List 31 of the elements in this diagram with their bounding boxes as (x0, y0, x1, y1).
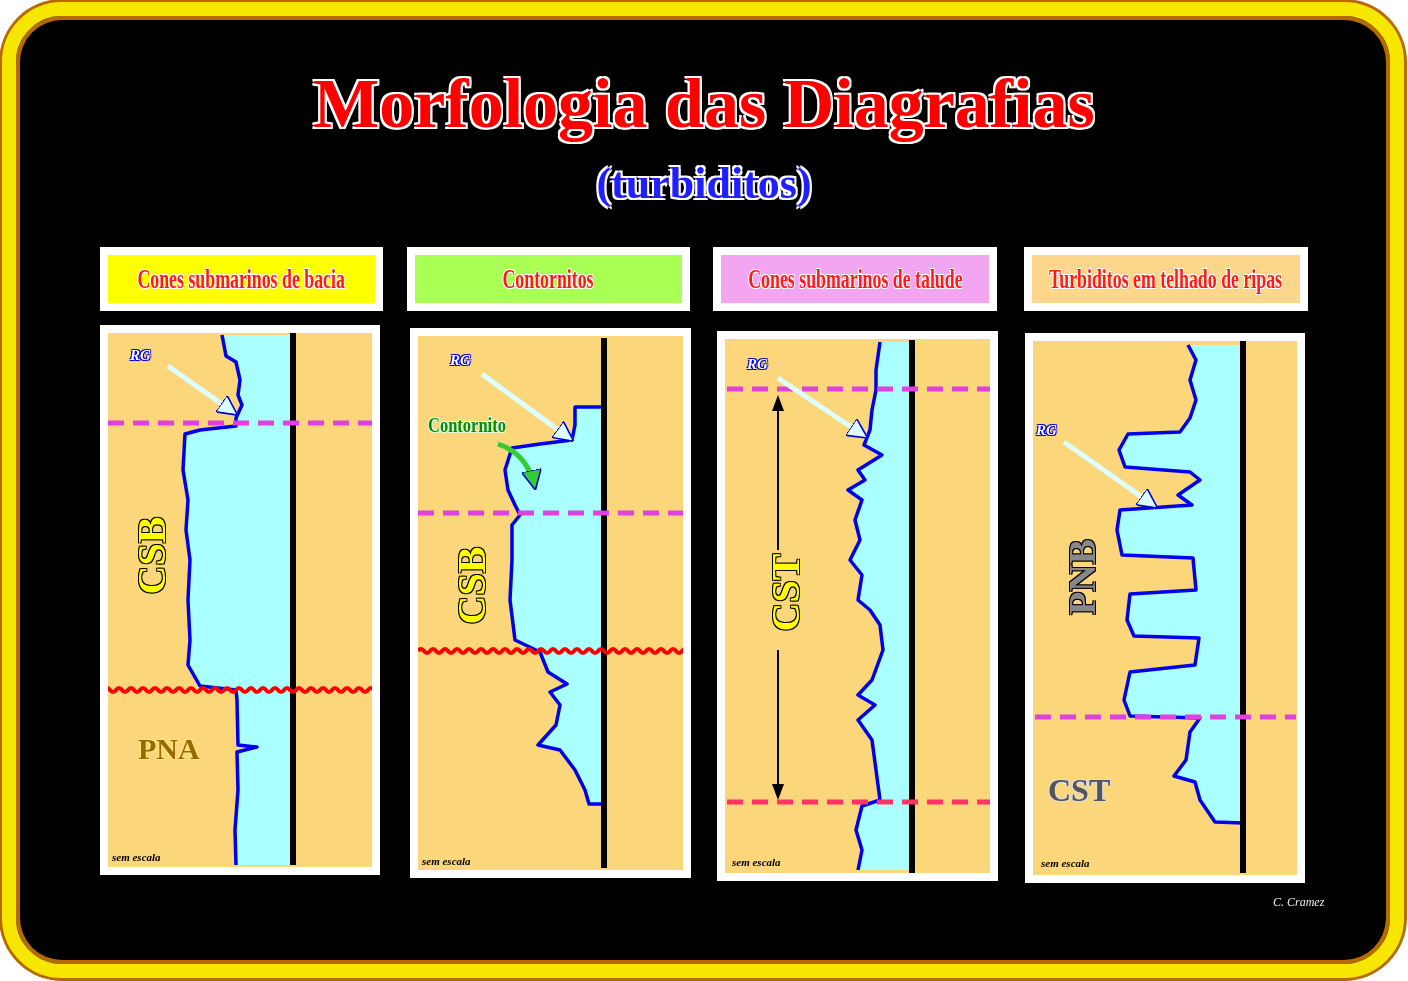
leader-arrow (1062, 439, 1159, 510)
log-label: RG (747, 356, 768, 373)
log-label: RG (450, 352, 471, 369)
section-header: Contornitos (407, 247, 690, 311)
section-header: Cones submarinos de bacia (100, 247, 383, 311)
callout-label: Contornito (428, 412, 506, 438)
log-label: RG (130, 347, 151, 364)
unit-label: PNA (138, 732, 200, 766)
scale-note: sem escala (112, 851, 161, 863)
unit-label: CST (762, 553, 810, 631)
unit-label: CSB (448, 546, 496, 624)
author-credit: C. Cramez (1273, 895, 1325, 910)
log-panel (1025, 333, 1305, 883)
log-label: RG (1036, 422, 1057, 439)
scale-note: sem escala (732, 856, 781, 868)
section-header: Cones submarinos de talude (713, 247, 997, 311)
title: Morfologia das Diagrafias (313, 65, 1095, 142)
log-panel (100, 325, 380, 875)
leader-arrow (166, 363, 239, 417)
unit-label: CSB (128, 516, 176, 594)
subtitle: (turbiditos) (595, 158, 813, 209)
leader-arrow (497, 441, 542, 491)
scale-note: sem escala (1041, 857, 1090, 869)
section-header: Turbiditos em telhado de ripas (1024, 247, 1308, 311)
leader-arrow (776, 375, 869, 440)
unit-label: PNB (1060, 539, 1104, 615)
log-panel (410, 328, 691, 878)
scale-note: sem escala (422, 855, 471, 867)
log-panel (717, 331, 998, 881)
leader-arrow (480, 372, 575, 442)
unit-label: CST (1048, 772, 1111, 809)
